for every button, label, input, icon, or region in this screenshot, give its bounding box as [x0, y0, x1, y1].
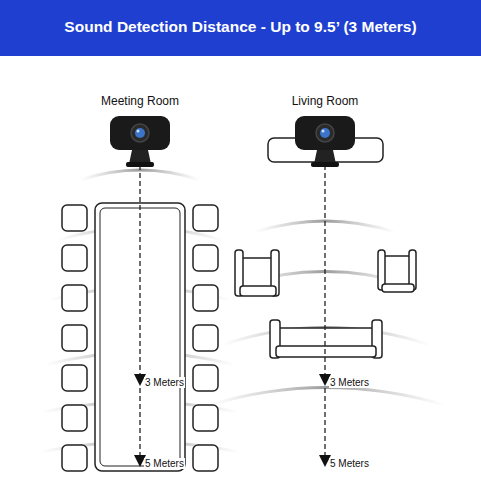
room-label: Meeting Room	[101, 94, 179, 108]
distance-label: 3 Meters	[144, 377, 185, 388]
distance-label: 5 Meters	[144, 458, 185, 469]
distance-label: 3 Meters	[329, 377, 370, 388]
distance-label: 5 Meters	[329, 458, 370, 469]
title-text: Sound Detection Distance - Up to 9.5’ (3…	[0, 18, 481, 36]
room-label: Living Room	[292, 94, 359, 108]
